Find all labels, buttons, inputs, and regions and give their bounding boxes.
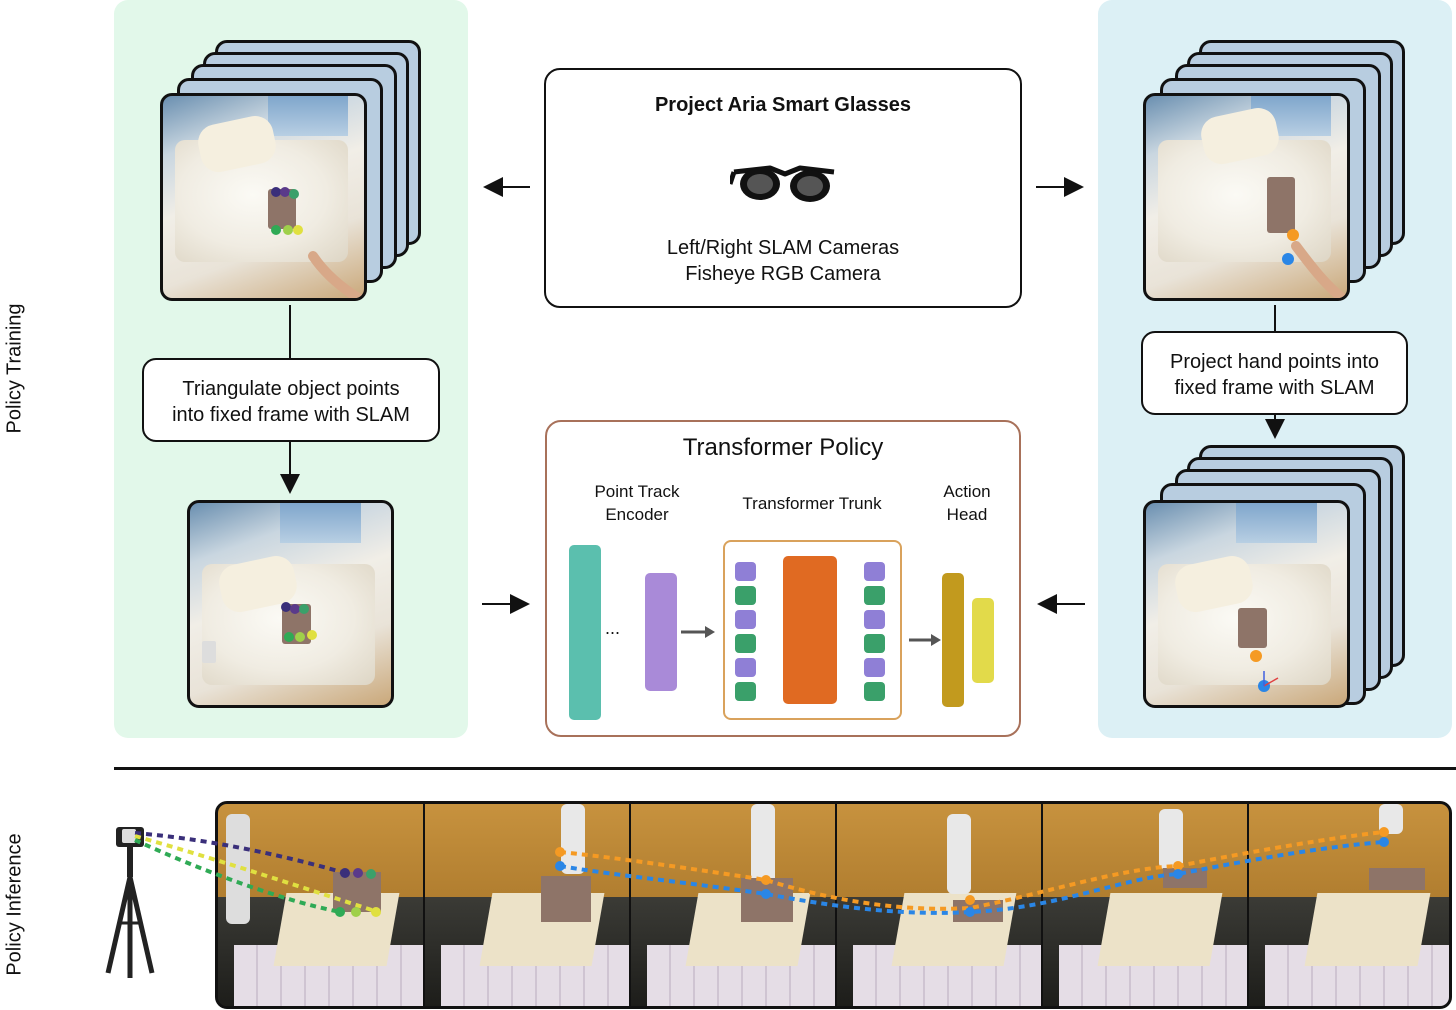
triangulate-line2: into fixed frame with SLAM <box>172 404 410 426</box>
project-hand-step-box: Project hand points into fixed frame wit… <box>1141 331 1408 415</box>
policy-title: Transformer Policy <box>682 434 884 461</box>
triangulate-line1: Triangulate object points <box>182 378 400 400</box>
head-label-line2: Head <box>946 505 988 524</box>
right-fixed-frame-photo <box>1143 500 1350 708</box>
inference-frame-3 <box>631 804 837 1006</box>
encoder-to-trunk-arrow <box>681 626 715 638</box>
inference-frame-1 <box>218 804 425 1006</box>
trunk-to-head-arrow <box>909 634 941 646</box>
encoder-label-line1: Point Track <box>594 482 680 501</box>
project-hand-line2: fixed frame with SLAM <box>1174 377 1375 399</box>
head-label-line1: Action <box>943 482 991 501</box>
section-divider <box>114 767 1456 770</box>
encoder-ellipsis: ... <box>605 618 621 638</box>
action-head-bar-large <box>942 573 964 707</box>
head-label: Action Head <box>927 480 1007 526</box>
triangulate-step-box: Triangulate object points into fixed fra… <box>142 358 440 442</box>
encoder-bar-small <box>645 573 677 691</box>
inference-frame-4 <box>837 804 1043 1006</box>
inference-frame-6 <box>1249 804 1449 1006</box>
trunk-core-block <box>783 556 837 704</box>
glasses-line2: Fisheye RGB Camera <box>685 263 881 285</box>
encoder-bar-large <box>569 545 601 720</box>
left-fixed-frame-photo <box>187 500 394 708</box>
glasses-icon <box>730 165 835 202</box>
right-egocentric-photo <box>1143 93 1350 301</box>
transformer-policy-box: Transformer Policy Point Track Encoder T… <box>545 420 1021 737</box>
left-egocentric-photo <box>160 93 367 301</box>
inference-film-strip <box>215 801 1452 1009</box>
glasses-title: Project Aria Smart Glasses <box>654 94 912 116</box>
action-head-bar-small <box>972 598 994 683</box>
encoder-label: Point Track Encoder <box>577 480 697 526</box>
project-hand-line1: Project hand points into <box>1169 351 1380 373</box>
trunk-label: Transformer Trunk <box>742 494 882 513</box>
inference-frame-2 <box>425 804 631 1006</box>
glasses-line1: Left/Right SLAM Cameras <box>666 237 900 259</box>
inference-frame-5 <box>1043 804 1249 1006</box>
encoder-label-line2: Encoder <box>605 505 669 524</box>
aria-glasses-box: Project Aria Smart Glasses Left/Right SL… <box>544 68 1022 308</box>
transformer-trunk-box <box>723 540 902 720</box>
